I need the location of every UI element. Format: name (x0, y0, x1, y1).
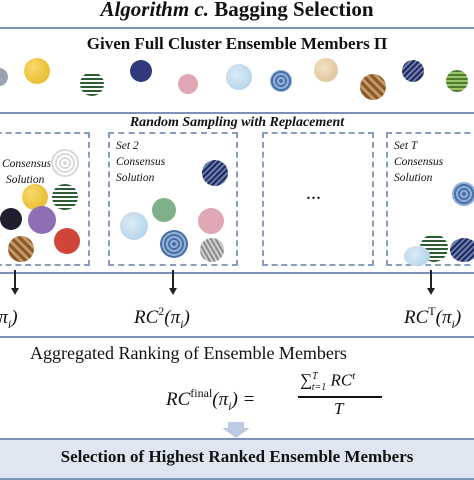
set-1-arrow (14, 270, 16, 290)
fraction-bar (298, 396, 382, 398)
set-2-disc-blue-pattern (160, 230, 188, 258)
member-disc-beige (314, 58, 338, 82)
set-t-disc-blue-pattern (452, 182, 474, 206)
ensemble-members-title: Given Full Cluster Ensemble Members Π (86, 34, 388, 53)
set-t-label: Set T Consensus Solution (394, 140, 444, 184)
selection-arrow-head (222, 428, 250, 438)
member-disc-navy (130, 60, 152, 82)
member-disc-brown-texture (360, 74, 386, 100)
member-disc-navy-pattern (402, 60, 424, 82)
set-t-arrow (430, 270, 432, 290)
rc-set-2: RC2(πi) (134, 304, 190, 331)
member-disc-pink (178, 74, 198, 94)
set-2-disc-light-blue (120, 212, 148, 240)
member-disc-blue-pattern (270, 70, 292, 92)
member-disc-row (0, 50, 474, 106)
set-2-disc-navy-pattern (202, 160, 228, 186)
set-1-disc-purple (28, 206, 56, 234)
set-1-label: Consensus Solution (2, 158, 52, 186)
set-t-box: Set T Consensus Solution (386, 132, 474, 266)
set-t-arrow-head (427, 288, 435, 295)
set-2-arrow (172, 270, 174, 290)
set-1-disc-dark (0, 208, 22, 230)
selection-band: Selection of Highest Ranked Ensemble Mem… (0, 438, 474, 480)
rc-set-t: RCT(πi) (404, 304, 462, 331)
set-2-disc-green (152, 198, 176, 222)
title-letter: c. (194, 0, 209, 21)
member-disc-yellow (24, 58, 50, 84)
set-t-disc-navy-pattern (450, 238, 474, 262)
ellipsis-box: ... (262, 132, 374, 266)
set-1-disc-white-pattern (50, 148, 80, 178)
title-prefix: Algorithm (100, 0, 190, 21)
set-1-box: Consensus Solution (0, 132, 90, 266)
set-t-disc-light-blue (404, 246, 430, 266)
title-rest: Bagging Selection (209, 0, 374, 21)
set-2-box: Set 2 Consensus Solution (108, 132, 238, 266)
set-2-label: Set 2 Consensus Solution (116, 140, 166, 184)
random-sampling-title: Random Sampling with Replacement (129, 115, 345, 130)
selection-arrow (228, 422, 244, 428)
set-2-disc-pink (198, 208, 224, 234)
formula-lhs: RCfinal(πi) = (166, 386, 256, 413)
algorithm-title: Algorithm c. Bagging Selection (0, 0, 474, 22)
member-disc-light-blue (226, 64, 252, 90)
set-1-arrow-head (11, 288, 19, 295)
ellipsis-text: ... (306, 182, 321, 204)
set-1-disc-red (54, 228, 80, 254)
aggregation-title: Aggregated Ranking of Ensemble Members (30, 343, 347, 363)
member-disc-gray (0, 68, 8, 86)
formula-numerator: ∑Tt=1 RCt (300, 370, 356, 394)
member-disc-striped-green (80, 72, 104, 96)
member-disc-green-texture (446, 70, 468, 92)
rc-set-1: 1(πi) (0, 307, 18, 331)
set-1-disc-brown-texture (8, 236, 34, 262)
formula-denominator: T (334, 399, 344, 418)
set-1-disc-yellow (22, 184, 48, 210)
set-1-disc-striped-green (52, 184, 78, 210)
set-2-arrow-head (169, 288, 177, 295)
aggregation-band (0, 336, 474, 422)
selection-title: Selection of Highest Ranked Ensemble Mem… (60, 447, 414, 466)
set-2-disc-gray-texture (200, 238, 224, 262)
